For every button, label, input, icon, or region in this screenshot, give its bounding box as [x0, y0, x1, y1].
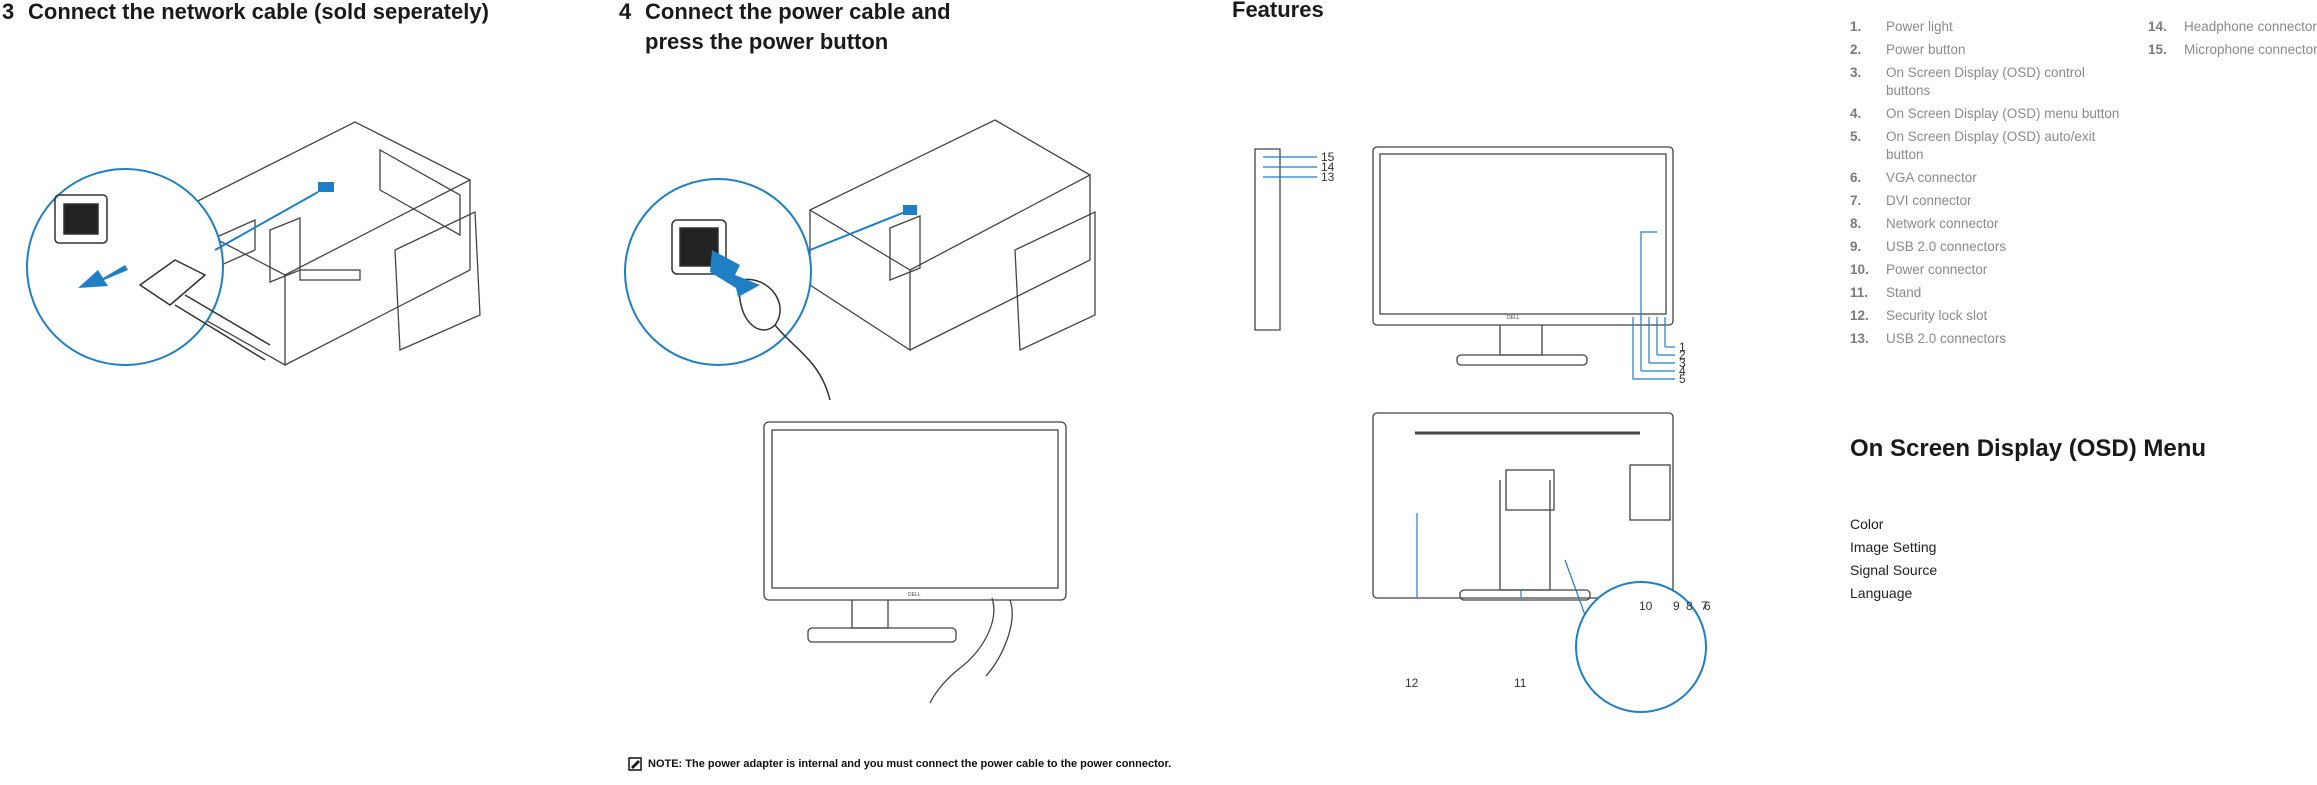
feature-item: 2. Power button	[1850, 41, 2130, 59]
feature-item-number: 5.	[1850, 129, 1862, 144]
callout-6: 6	[1704, 599, 1711, 613]
callout-12: 12	[1405, 676, 1419, 690]
callout-5: 5	[1679, 372, 1686, 386]
power-leader-line	[809, 211, 906, 251]
network-cable-illustration	[26, 121, 481, 367]
callout-3: 3	[1679, 356, 1686, 370]
feature-item-number: 12.	[1850, 308, 1869, 323]
feature-item: 15. Microphone connector	[2148, 41, 2317, 59]
feature-item: 9. USB 2.0 connectors	[1850, 238, 2130, 256]
feature-item-number: 11.	[1850, 285, 1869, 300]
step-4-title-line2: press the power button	[645, 29, 889, 54]
step-3-number: 3	[2, 0, 15, 24]
feature-item: 5. On Screen Display (OSD) auto/exit butt…	[1850, 128, 2130, 164]
feature-item-number: 3.	[1850, 65, 1862, 80]
feature-item: 14. Headphone connector	[2148, 18, 2317, 36]
feature-item: 1. Power light	[1850, 18, 2130, 36]
feature-item: 12. Security lock slot	[1850, 307, 2130, 325]
feature-item-number: 10.	[1850, 262, 1869, 277]
step-4-number: 4	[619, 0, 632, 24]
callout-7: 7	[1701, 599, 1708, 613]
power-cable-illustration	[624, 119, 1096, 400]
callout-13: 13	[1321, 170, 1335, 184]
step-3-title: Connect the network cable (sold seperate…	[28, 0, 489, 24]
feature-item-label: On Screen Display (OSD) menu button	[1886, 106, 2120, 121]
features-heading: Features	[1232, 0, 1324, 22]
callout-1: 1	[1679, 340, 1686, 354]
feature-item: 11. Stand	[1850, 284, 2130, 302]
features-list: 1. Power light 2. Power button 3. On Screen D…	[1850, 18, 2130, 353]
feature-item-label: USB 2.0 connectors	[1886, 331, 2007, 346]
callout-labels: 15 14 13 1 2 3 4 5 10 9 8 7 6 12 11	[1321, 150, 1711, 690]
feature-item: 3. On Screen Display (OSD) control button…	[1850, 64, 2130, 100]
osd-menu-item: Color	[1850, 516, 1884, 532]
feature-item-label: Headphone connector	[2184, 19, 2317, 34]
insert-arrow	[78, 265, 128, 288]
callout-14: 14	[1321, 160, 1335, 174]
power-insert-arrow	[710, 250, 760, 297]
feature-item-number: 6.	[1850, 170, 1862, 185]
feature-item-label: VGA connector	[1886, 170, 1977, 185]
feature-item-label: Power connector	[1886, 262, 1988, 277]
feature-item-label: Security lock slot	[1886, 308, 1988, 323]
note-box: NOTE: The power adapter is internal and …	[628, 757, 1188, 772]
monitor-front-illustration: DELL	[763, 421, 1067, 704]
network-port-highlight	[318, 182, 334, 192]
stand-base	[394, 210, 481, 351]
feature-item-number: 1.	[1850, 19, 1862, 34]
back-view	[1372, 412, 1674, 599]
feature-item-number: 13.	[1850, 331, 1869, 346]
osd-menu-item: Signal Source	[1850, 562, 1938, 578]
feature-item-number: 15.	[2148, 42, 2167, 57]
feature-item-label: DVI connector	[1886, 193, 1972, 208]
callout-4: 4	[1679, 364, 1686, 378]
note-icon	[628, 757, 642, 776]
note-text: NOTE: The power adapter is internal and …	[648, 758, 1172, 770]
callout-9: 9	[1673, 599, 1680, 613]
dell-logo: DELL	[908, 592, 921, 598]
feature-item: 8. Network connector	[1850, 215, 2130, 233]
feature-item-number: 8.	[1850, 216, 1862, 231]
feature-item-number: 4.	[1850, 106, 1862, 121]
feature-item-number: 9.	[1850, 239, 1862, 254]
feature-item: 4. On Screen Display (OSD) menu button	[1850, 105, 2130, 123]
features-list-col2: 14. Headphone connector 15. Microphone conn…	[2148, 18, 2317, 64]
osd-menu-item: Language	[1850, 585, 1913, 601]
feature-item: 6. VGA connector	[1850, 169, 2130, 187]
feature-item: 7. DVI connector	[1850, 192, 2130, 210]
step-3-heading: 3 Connect the network cable (sold seperat…	[2, 0, 489, 27]
feature-item-label: Power button	[1886, 42, 1966, 57]
feature-item-label: Power light	[1886, 19, 1953, 34]
callout-15: 15	[1321, 150, 1335, 164]
step-4-title-line1: Connect the power cable and	[645, 0, 951, 24]
side-view	[1254, 148, 1281, 331]
step-4-heading: 4 Connect the power cable and press the p…	[619, 0, 951, 57]
callout-10: 10	[1639, 599, 1653, 613]
callout-8: 8	[1686, 599, 1693, 613]
feature-item-number: 2.	[1850, 42, 1862, 57]
svg-text:DELL: DELL	[1507, 315, 1520, 321]
feature-item-label: On Screen Display (OSD) auto/exit button	[1886, 129, 2096, 162]
feature-item-label: USB 2.0 connectors	[1886, 239, 2007, 254]
feature-item: 13. USB 2.0 connectors	[1850, 330, 2130, 348]
feature-item-label: Network connector	[1886, 216, 1999, 231]
zoom-leader-line	[214, 191, 319, 251]
osd-menu-heading: On Screen Display (OSD) Menu	[1850, 435, 2207, 462]
feature-item: 10. Power connector	[1850, 261, 2130, 279]
callout-2: 2	[1679, 348, 1686, 362]
feature-item-label: On Screen Display (OSD) control buttons	[1886, 65, 2085, 98]
feature-item-label: Microphone connector	[2184, 42, 2317, 57]
feature-item-number: 14.	[2148, 19, 2167, 34]
callout-11: 11	[1514, 676, 1527, 690]
feature-item-label: Stand	[1886, 285, 1922, 300]
back-zoom-circle	[1575, 581, 1707, 713]
front-view	[1372, 146, 1674, 326]
feature-item-number: 7.	[1850, 193, 1862, 208]
features-illustration: DELL 15 14 13 1 2 3 4 5 10 9 8 7 6 12	[1254, 146, 1711, 713]
osd-menu-item: Image Setting	[1850, 539, 1937, 555]
